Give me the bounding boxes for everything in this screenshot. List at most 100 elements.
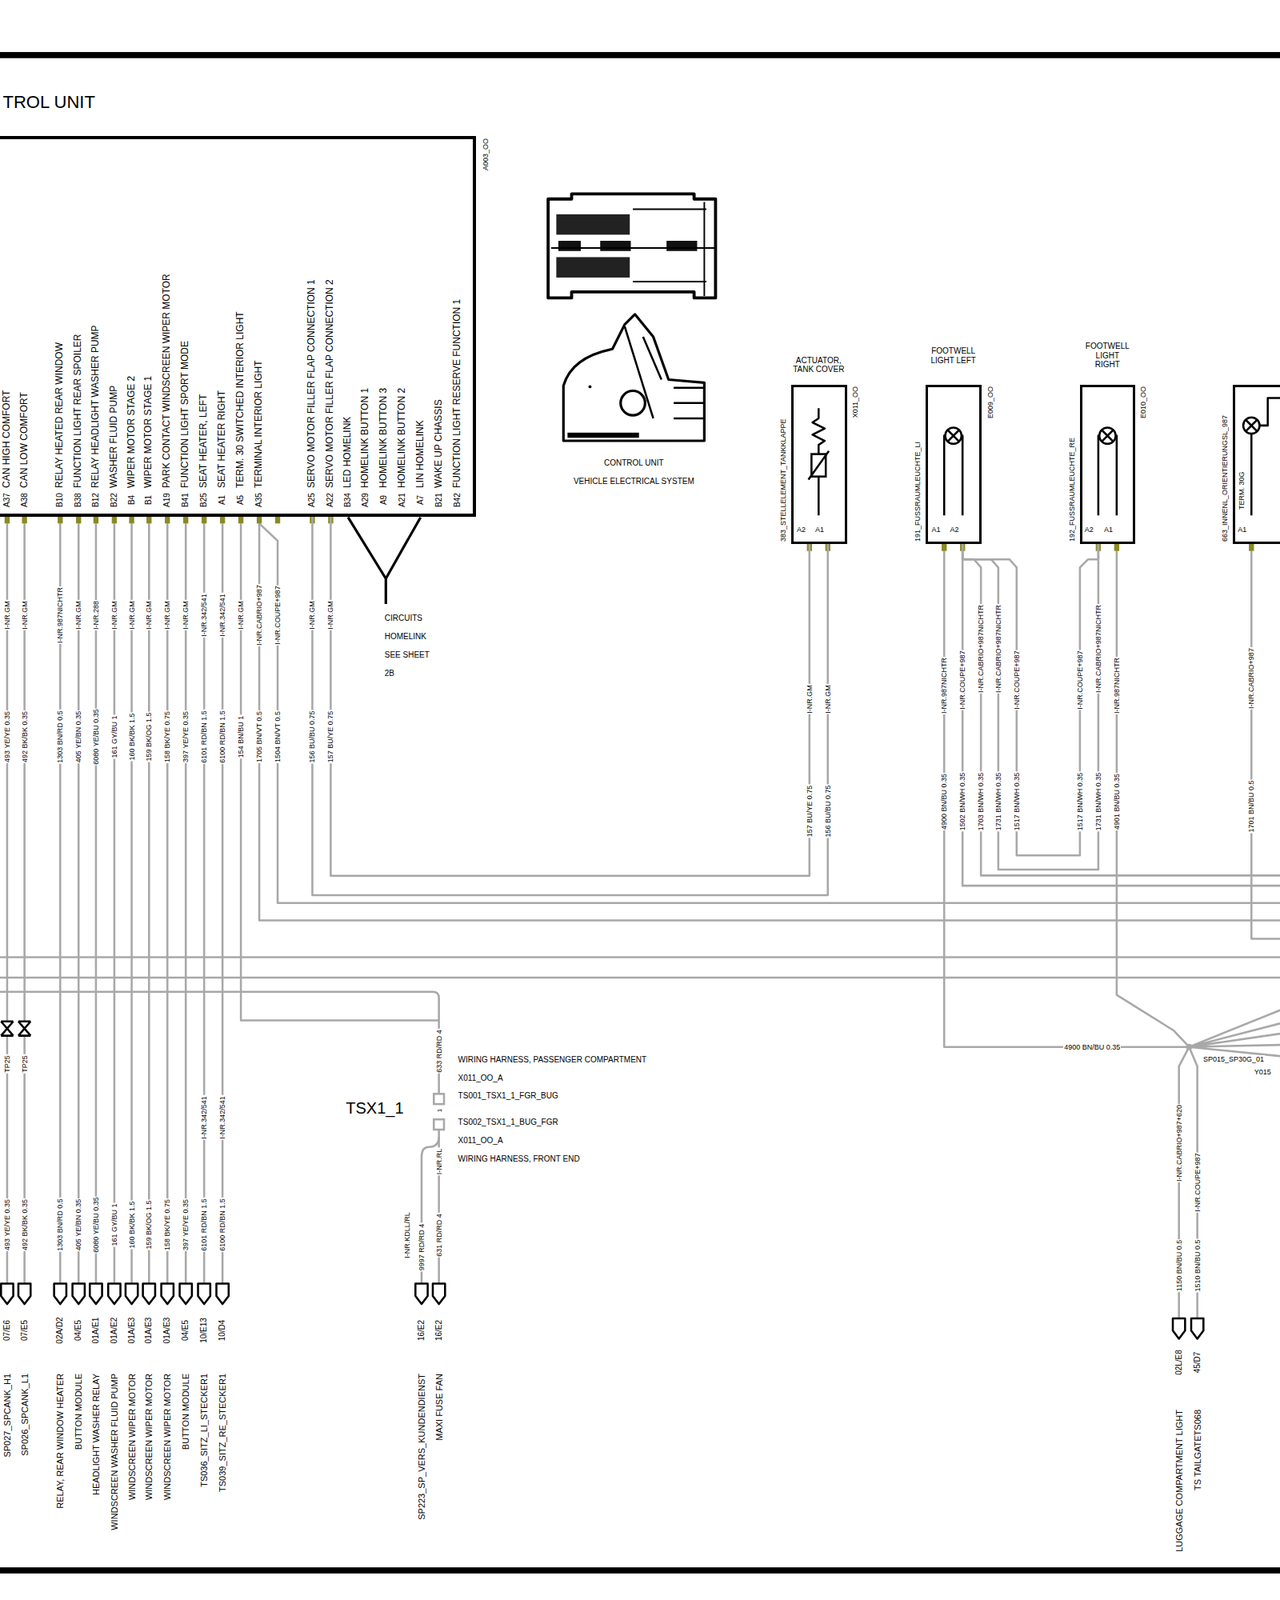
- wiring-label: 631 RD/RD 4: [434, 1212, 443, 1258]
- connector-symbol: [108, 1284, 120, 1305]
- wiring-label: SERVO MOTOR FILLER FLAP CONNECTION 2: [324, 278, 336, 489]
- wire: [148, 523, 151, 1284]
- wiring-label: 1731 BN/WH 0.35: [1094, 771, 1103, 832]
- frame-bar: [0, 52, 1280, 59]
- wiring-label: 07/E6: [2, 1318, 12, 1341]
- wiring-label: I-NR.GM: [110, 600, 119, 632]
- wire: [259, 523, 1280, 920]
- wiring-label: RELAY, REAR WINDOW HEATER: [55, 1372, 66, 1510]
- wire: [113, 523, 116, 1284]
- wiring-label: B10: [56, 492, 66, 508]
- connector-symbol: [125, 1284, 138, 1305]
- wiring-label: I-NR.GM: [163, 600, 172, 632]
- pin-mark: [4, 516, 10, 524]
- wiring-label: 45/D7: [1192, 1351, 1203, 1375]
- wiring-label: LUGGAGE COMPARTMENT LIGHT: [1173, 1408, 1184, 1553]
- wiring-label: SP026_SPCANK_L1: [19, 1372, 30, 1457]
- wiring-label: 1731 BN/WH 0.35: [994, 771, 1003, 832]
- wiring-label: I-NR.342/541: [200, 593, 208, 639]
- component-text: FOOTWELL LIGHT LEFT: [928, 346, 980, 365]
- wiring-label: RELAY HEATED REAR WINDOW: [54, 341, 66, 489]
- connector-symbol: [415, 1284, 428, 1305]
- wiring-label: 01A/E2: [109, 1316, 120, 1344]
- wiring-label: A25: [308, 492, 318, 508]
- wiring-label: 161 GY/BU 1: [110, 715, 119, 760]
- wiring-label: A38: [20, 492, 30, 508]
- wiring-label: CIRCUITS HOMELINK SEE SHEET 2B: [384, 609, 439, 684]
- wiring-label: WAKE UP CHASSIS: [433, 398, 445, 489]
- wiring-label: BUTTON MODULE: [73, 1372, 84, 1451]
- wire: [1188, 1010, 1280, 1056]
- wiring-label: 1502 BN/WH 0.35: [958, 771, 967, 832]
- wire-connector: [312, 516, 828, 896]
- wiring-label: B34: [343, 492, 353, 508]
- connector-illustration: [556, 256, 630, 278]
- wire: [23, 523, 26, 1284]
- wiring-label: B42: [452, 492, 463, 508]
- connector-illustration: [600, 240, 631, 252]
- wiring-label: B25: [199, 492, 209, 508]
- wiring-label: 1504 BN/VT 0.5: [273, 710, 282, 764]
- wiring-label: 1703 BN/WH 0.35: [976, 771, 985, 832]
- wiring-label: I-NR.GM: [236, 600, 245, 632]
- wiring-label: MAXI FUSE FAN: [433, 1372, 444, 1442]
- wiring-label: A1: [217, 494, 228, 506]
- wire: [184, 523, 188, 1284]
- wiring-label: HOMELINK BUTTON 1: [360, 387, 372, 489]
- connector-half: [433, 1119, 444, 1130]
- component-box: FOOTWELL LIGHT LEFTE009_OO191_FUSSRAUMLE…: [925, 384, 982, 544]
- component-text: E009_OO: [985, 385, 994, 420]
- wiring-label: SERVO MOTOR FILLER FLAP CONNECTION 1: [307, 278, 319, 489]
- pin-mark: [1114, 544, 1120, 552]
- component-text: 191_FUSSRAUMLEUCHTE_LI: [913, 440, 922, 542]
- wiring-label: 154 BN/BU 1: [236, 715, 245, 760]
- wiring-label: VEHICLE ELECTRICAL SYSTEM: [572, 476, 696, 487]
- lamp-symbol: [1101, 430, 1113, 442]
- wiring-label: I-NR.342/541: [218, 593, 227, 639]
- component-text: A1: [814, 525, 825, 534]
- connector-symbol: [89, 1284, 102, 1305]
- wiring-label: A22: [326, 492, 336, 508]
- wiring-label: 4900 BN/BU 0.35: [940, 772, 948, 831]
- wiring-label: PARK CONTACT WINDSCREEN WIPER MOTOR: [161, 272, 173, 489]
- wiring-label: I-NR.COUPE+987: [1192, 1152, 1201, 1212]
- wiring-label: I-NR.GM: [308, 600, 316, 632]
- wiring-label: 02L/E8: [1174, 1348, 1184, 1376]
- wire: [1251, 551, 1280, 940]
- wiring-label: 159 BK/OG 1.5: [144, 712, 153, 763]
- wiring-label: 01A/E3: [127, 1316, 137, 1344]
- wiring-label: I-NR.GM: [74, 600, 83, 632]
- wiring-label: WINDSCREEN WIPER MOTOR: [144, 1372, 155, 1501]
- wiring-label: 397 YE/YE 0.35: [181, 710, 190, 764]
- wiring-label: TP25: [20, 1054, 28, 1074]
- wiring-label: CONTROL UNIT: [603, 459, 665, 469]
- wiring-label: WASHER FLUID PUMP: [108, 384, 120, 489]
- wiring-label: 492 BK/BK 0.35: [20, 1198, 28, 1252]
- wiring-label: 405 YE/BN 0.35: [74, 1198, 83, 1252]
- connector-illustration: [558, 240, 581, 252]
- wiring-label: SP223_SP_VERS_KUNDENDIENST: [416, 1372, 428, 1521]
- wiring-label: WINDSCREEN WASHER FLUID PUMP: [109, 1372, 120, 1532]
- wiring-label: 1303 BN/RD 0.5: [56, 709, 64, 764]
- wiring-label: 1517 BN/WH 0.35: [1012, 771, 1021, 832]
- wire: [1116, 551, 1190, 1048]
- wire: [6, 523, 9, 1284]
- lamp-symbol: [944, 427, 961, 444]
- wiring-label: WINDSCREEN WIPER MOTOR: [162, 1372, 173, 1501]
- wiring-label: 6100 RD/BN 1.5: [218, 709, 227, 764]
- component-text: X011_OO: [851, 385, 860, 419]
- connector-symbol: [143, 1284, 156, 1305]
- wiring-label: 10/D4: [217, 1318, 228, 1342]
- lamp-symbol: [1098, 436, 1117, 516]
- wiring-label: 1517 BN/WH 0.35: [1076, 771, 1084, 832]
- wiring-label: A9: [379, 494, 389, 506]
- wiring-label: CAN LOW COMFORT: [19, 391, 31, 489]
- wire-connector: [962, 544, 1099, 870]
- wiring-label: WIPER MOTOR STAGE 1: [143, 375, 155, 489]
- wiring-label: HEADLIGHT WASHER RELAY: [91, 1372, 102, 1496]
- lamp-symbol: [948, 430, 960, 442]
- pin-mark: [238, 516, 244, 524]
- wiring-label: 157 BU/YE 0.75: [805, 784, 814, 839]
